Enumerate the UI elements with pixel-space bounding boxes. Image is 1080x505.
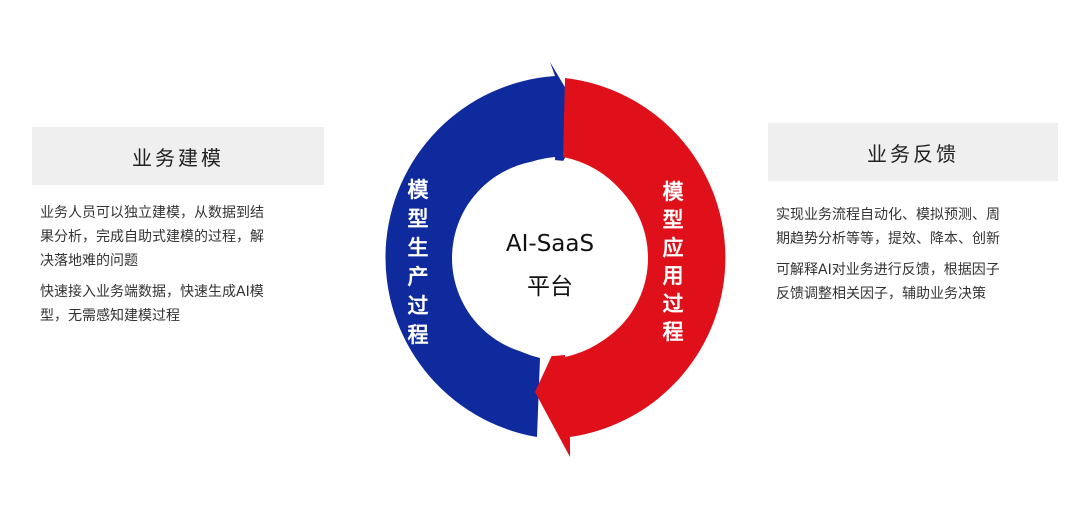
right-label-char-3: 应 [663, 236, 684, 260]
left-label-char-1: 模 [408, 178, 430, 202]
left-label-char-6: 程 [408, 323, 429, 347]
left-paragraph-2: 快速接入业务端数据，快速生成AI模 型，无需感知建模过程 [40, 280, 330, 328]
right-p1-line-2: 期趋势分析等等，提效、降本、创新 [776, 231, 1000, 247]
left-cycle-arrow [385, 62, 585, 437]
right-label-char-5: 过 [663, 292, 684, 316]
left-p1-line-1: 业务人员可以独立建模，从数据到结 [40, 205, 264, 221]
left-label-char-3: 生 [408, 236, 429, 260]
left-paragraph-1: 业务人员可以独立建模，从数据到结 果分析，完成自助式建模的过程，解 决落地难的问… [40, 201, 330, 273]
left-panel-text: 业务人员可以独立建模，从数据到结 果分析，完成自助式建模的过程，解 决落地难的问… [40, 201, 330, 335]
center-subtitle: 平台 [527, 274, 573, 300]
right-label-char-1: 模 [663, 180, 685, 204]
left-p2-line-2: 型，无需感知建模过程 [40, 308, 180, 324]
right-label-char-2: 型 [663, 208, 684, 232]
right-panel-text: 实现业务流程自动化、模拟预测、周 期趋势分析等等，提效、降本、创新 可解释AI对… [776, 203, 1066, 313]
right-paragraph-1: 实现业务流程自动化、模拟预测、周 期趋势分析等等，提效、降本、创新 [776, 203, 1066, 251]
right-label-char-6: 程 [663, 320, 684, 344]
left-p2-line-1: 快速接入业务端数据，快速生成AI模 [40, 284, 264, 300]
left-label-char-2: 型 [408, 207, 429, 231]
right-paragraph-2: 可解释AI对业务进行反馈，根据因子 反馈调整相关因子，辅助业务决策 [776, 258, 1066, 306]
left-label-char-5: 过 [408, 294, 429, 318]
center-title: AI-SaaS [506, 231, 594, 257]
right-panel-title: 业务反馈 [768, 123, 1058, 181]
right-cycle-arrow [535, 78, 726, 457]
left-panel-title: 业务建模 [32, 127, 324, 185]
right-label-char-4: 用 [663, 264, 684, 288]
center-disc [452, 160, 648, 356]
right-p2-line-1: 可解释AI对业务进行反馈，根据因子 [776, 262, 1000, 278]
left-p1-line-2: 果分析，完成自助式建模的过程，解 [40, 229, 264, 245]
left-label-char-4: 产 [408, 265, 429, 289]
right-p2-line-2: 反馈调整相关因子，辅助业务决策 [776, 286, 986, 302]
left-p1-line-3: 决落地难的问题 [40, 253, 138, 269]
right-p1-line-1: 实现业务流程自动化、模拟预测、周 [776, 207, 1000, 223]
